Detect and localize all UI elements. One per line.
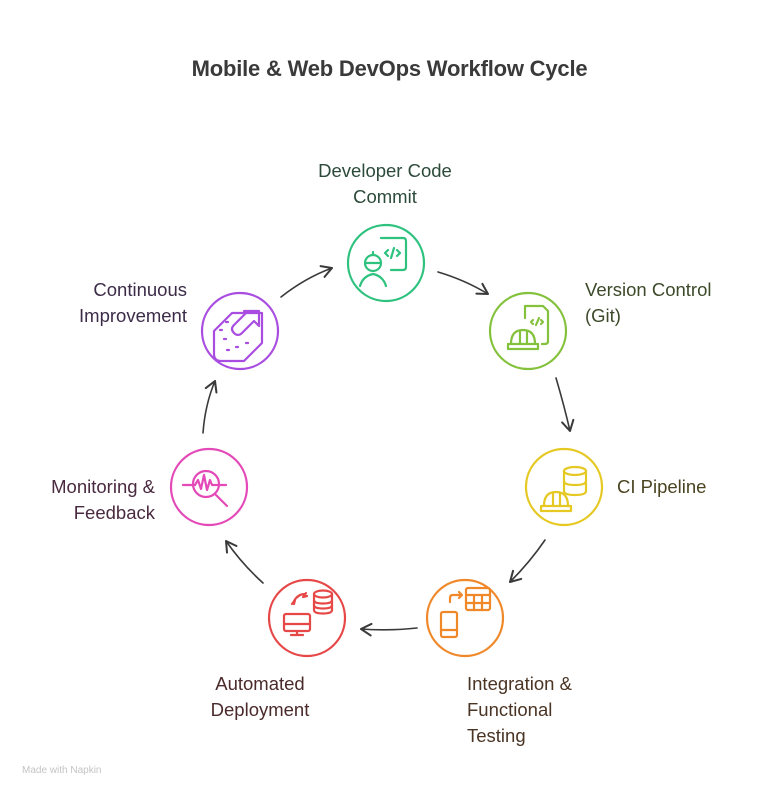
label-line: Version Control (585, 279, 712, 300)
label-line: Improvement (79, 305, 187, 326)
continuous-improvement-icon (212, 309, 264, 363)
step-label-monitoring-feedback: Monitoring & Feedback (0, 474, 155, 526)
step-label-automated-deployment: Automated Deployment (165, 671, 355, 723)
step-node-automated-deployment (267, 578, 347, 658)
step-node-version-control (488, 291, 568, 371)
diagram-title: Mobile & Web DevOps Workflow Cycle (191, 56, 588, 81)
step-node-continuous-improvement (200, 291, 280, 371)
step-label-ci-pipeline: CI Pipeline (617, 474, 767, 500)
step-label-version-control: Version Control (Git) (585, 277, 765, 329)
step-node-integration-testing (425, 578, 505, 658)
integration-testing-icon (439, 586, 492, 639)
arrow-git-to-ci (555, 377, 575, 433)
label-line: Automated (215, 673, 305, 694)
step-label-developer-code-commit: Developer Code Commit (285, 158, 485, 210)
step-label-continuous-improvement: Continuous Improvement (0, 277, 187, 329)
made-with-footer: Made with Napkin (22, 765, 102, 776)
arrow-testing-to-deploy (359, 622, 418, 637)
label-line: CI Pipeline (617, 476, 707, 497)
automated-deployment-icon (282, 589, 334, 637)
label-line: (Git) (585, 305, 621, 326)
monitoring-icon (181, 469, 229, 508)
step-node-monitoring-feedback (169, 447, 249, 527)
label-line: Integration & (467, 673, 572, 694)
arrow-ci-to-testing (508, 539, 546, 584)
step-node-ci-pipeline (524, 447, 604, 527)
ci-pipeline-icon (539, 465, 588, 513)
step-node-developer-code-commit (346, 223, 426, 303)
arrow-commit-to-git (437, 271, 490, 296)
arrow-monitoring-to-improvement (202, 379, 218, 434)
arrow-improvement-to-commit (280, 265, 334, 298)
label-line: Deployment (210, 699, 310, 720)
arrow-deploy-to-monitoring (224, 539, 264, 584)
step-label-integration-testing: Integration & Functional Testing (467, 671, 647, 749)
developer-code-icon (358, 236, 408, 288)
label-line: Feedback (73, 502, 155, 523)
version-control-icon (506, 304, 550, 351)
label-line: Continuous (93, 279, 187, 300)
label-line: Testing (467, 725, 526, 746)
label-line: Commit (353, 186, 417, 207)
label-line: Functional (467, 699, 553, 720)
label-line: Developer Code (318, 160, 452, 181)
label-line: Monitoring & (51, 476, 155, 497)
